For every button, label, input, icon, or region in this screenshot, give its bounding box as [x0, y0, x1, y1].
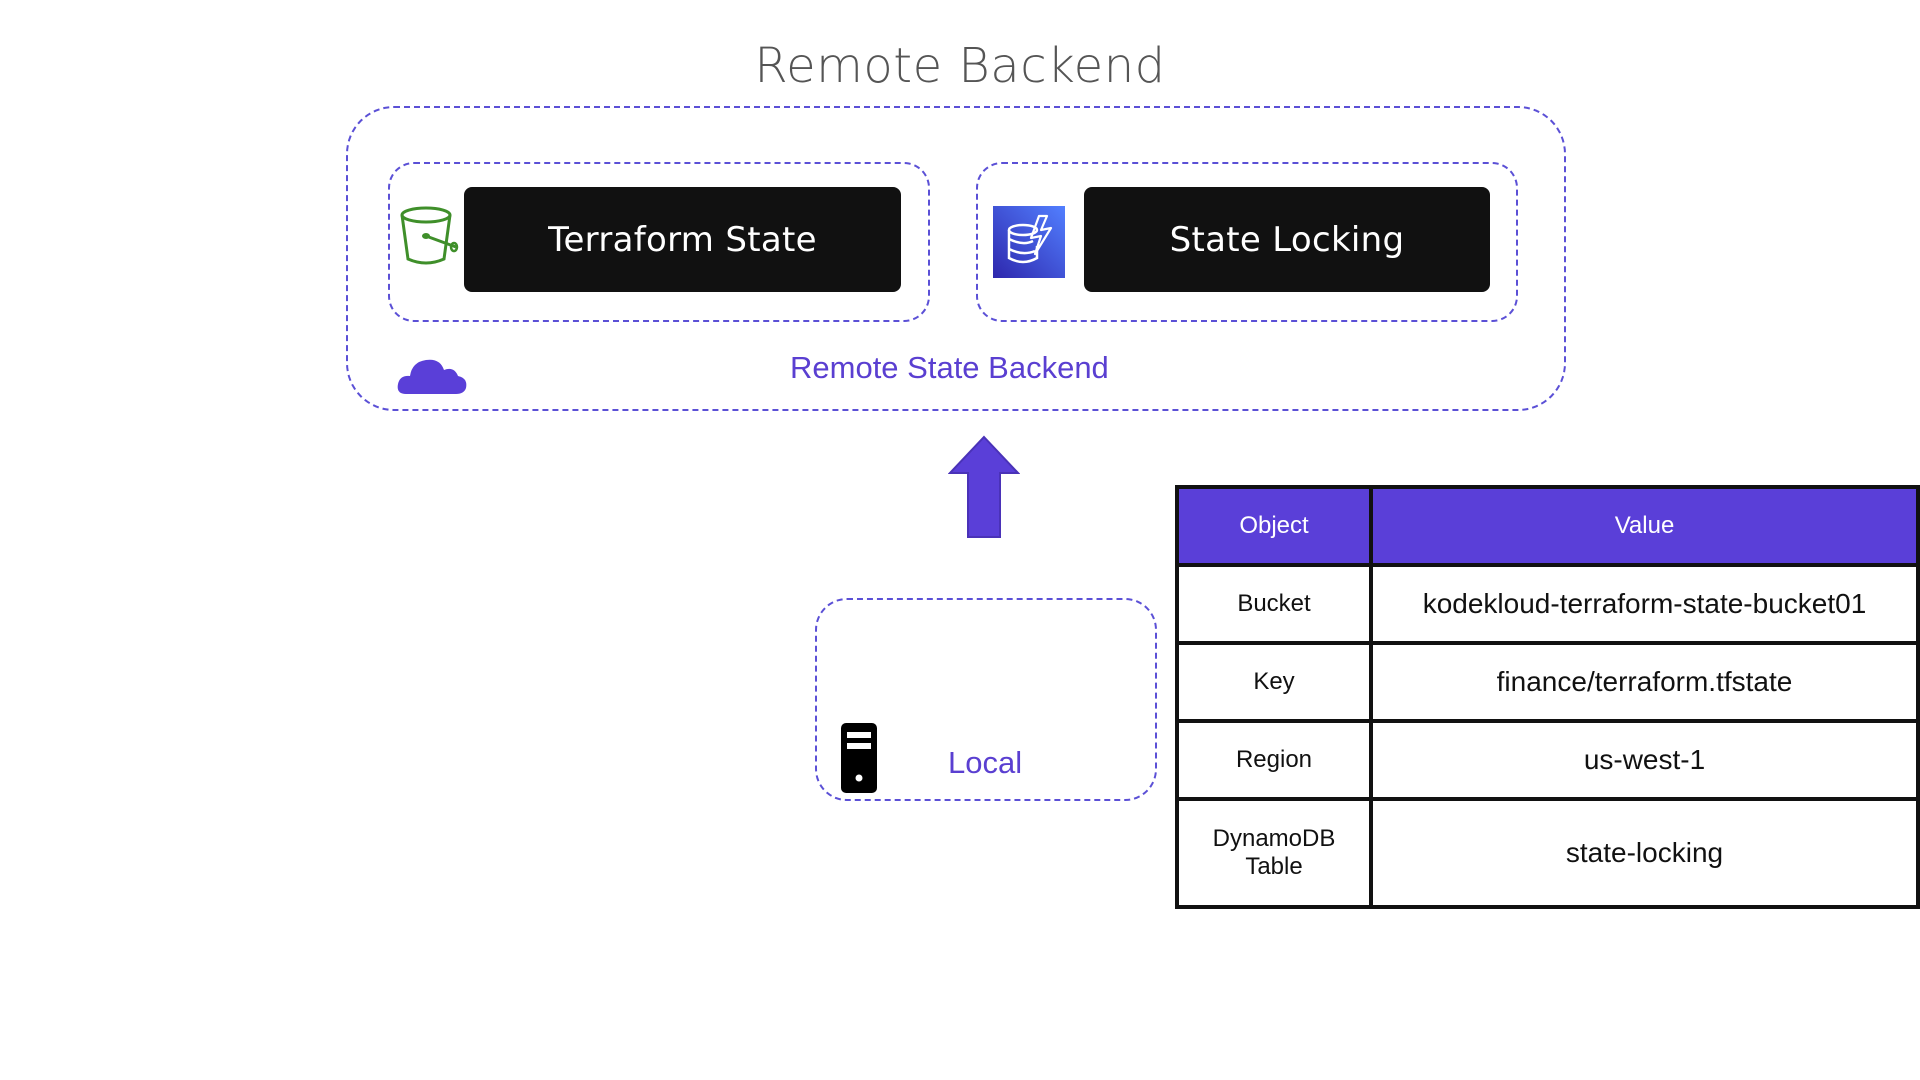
state-locking-group — [976, 162, 1518, 322]
up-arrow-icon — [948, 435, 1020, 538]
table-cell-value: us-west-1 — [1369, 719, 1920, 801]
remote-state-backend-label: Remote State Backend — [790, 350, 1109, 385]
table-header-object: Object — [1175, 485, 1373, 567]
table-cell-object-line1: DynamoDB — [1212, 825, 1336, 852]
s3-bucket-icon — [400, 206, 459, 265]
table-row: Key finance/terraform.tfstate — [1175, 641, 1920, 723]
table-header-value: Value — [1369, 485, 1920, 567]
remote-backend-container — [346, 106, 1566, 411]
state-locking-box: State Locking — [1084, 187, 1490, 292]
server-icon — [841, 723, 877, 793]
table-cell-object: Region — [1175, 719, 1373, 801]
table-cell-object: Bucket — [1175, 563, 1373, 645]
table-row: DynamoDB Table state-locking — [1175, 797, 1920, 909]
page-title: Remote Backend — [754, 38, 1166, 94]
table-cell-value: state-locking — [1369, 797, 1920, 909]
table-row: Region us-west-1 — [1175, 719, 1920, 801]
table-cell-value: finance/terraform.tfstate — [1369, 641, 1920, 723]
terraform-state-box: Terraform State — [464, 187, 901, 292]
table-cell-object: Key — [1175, 641, 1373, 723]
terraform-state-group — [388, 162, 930, 322]
table-cell-value: kodekloud-terraform-state-bucket01 — [1369, 563, 1920, 645]
table-header-row: Object Value — [1175, 485, 1920, 567]
local-container — [815, 598, 1157, 801]
backend-config-table: Object Value Bucket kodekloud-terraform-… — [1175, 485, 1920, 909]
table-cell-object: DynamoDB Table — [1175, 797, 1373, 909]
cloud-icon — [397, 359, 467, 394]
table-row: Bucket kodekloud-terraform-state-bucket0… — [1175, 563, 1920, 645]
dynamodb-icon — [993, 206, 1065, 278]
table-cell-object-line2: Table — [1245, 853, 1303, 880]
local-label: Local — [948, 745, 1023, 780]
